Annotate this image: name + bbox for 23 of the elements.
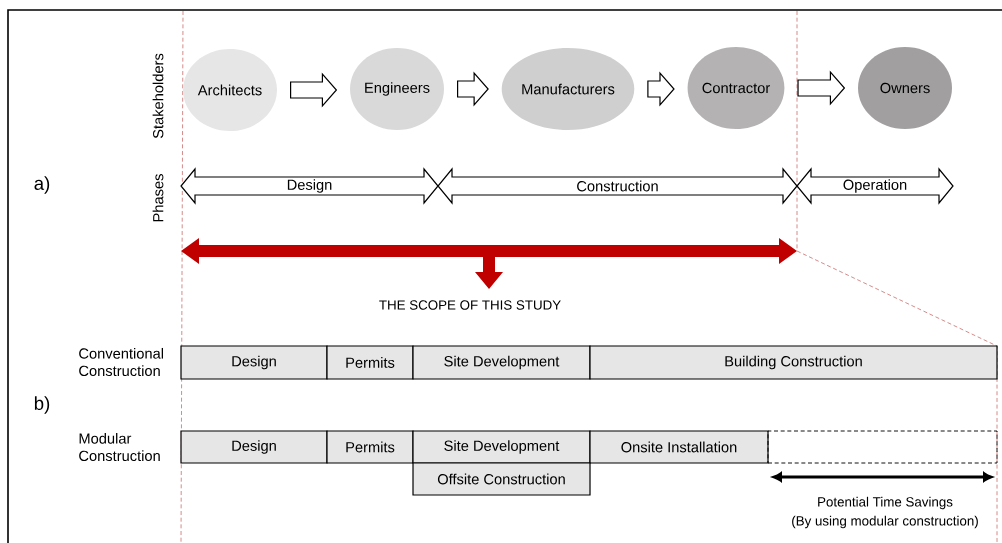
axis-label: Stakeholders — [152, 53, 164, 139]
timeline-bar: Permits — [326, 430, 414, 464]
timeline-bar: Onsite Installation — [589, 430, 769, 464]
time-savings-label: Potential Time Savings — [818, 496, 953, 510]
panel-label: a) — [34, 176, 50, 194]
timeline-bar: Design — [180, 345, 328, 380]
timeline-bar: Offsite Construction — [412, 462, 591, 496]
dashed-bar — [767, 430, 998, 464]
timeline-bar: Permits — [326, 345, 414, 380]
phase-band: Operation — [796, 167, 954, 205]
row-label: Modular Construction — [79, 432, 160, 462]
block-arrow — [797, 70, 846, 106]
row-label: Conventional Construction — [79, 347, 163, 377]
scope-label: THE SCOPE OF THIS STUDY — [379, 300, 561, 310]
block-arrow — [457, 71, 489, 107]
panel-label: b) — [34, 396, 50, 414]
phase-band: Construction — [437, 167, 798, 205]
phase-band: Design — [180, 167, 439, 205]
block-arrow — [647, 71, 675, 107]
time-savings-note: (By using modular construction) — [792, 515, 978, 529]
timeline-bar: Design — [180, 430, 328, 464]
block-arrow — [290, 72, 338, 108]
axis-label: Phases — [152, 174, 164, 222]
